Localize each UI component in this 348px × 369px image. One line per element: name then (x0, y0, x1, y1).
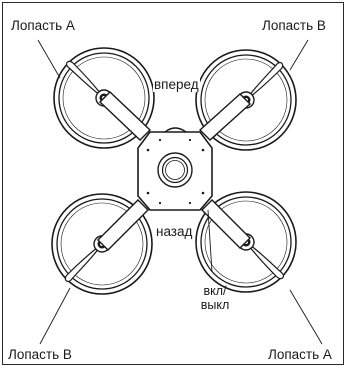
label-blade-top-right: Лопасть B (262, 18, 326, 33)
label-forward: вперед (153, 77, 200, 92)
center-button-inner (161, 156, 189, 184)
leader-lines (37, 39, 323, 345)
label-blade-top-left: Лопасть A (11, 18, 75, 33)
label-power-line1: вкл/ (203, 284, 227, 298)
label-blade-bottom-right: Лопасть A (268, 347, 332, 362)
label-backward: назад (155, 224, 194, 239)
drone-arms (97, 91, 252, 251)
label-blade-bottom-left: Лопасть B (8, 347, 72, 362)
label-power-line2: выкл (200, 297, 230, 312)
body-screws (146, 138, 205, 205)
label-power-switch: вкл/ выкл (197, 284, 233, 312)
